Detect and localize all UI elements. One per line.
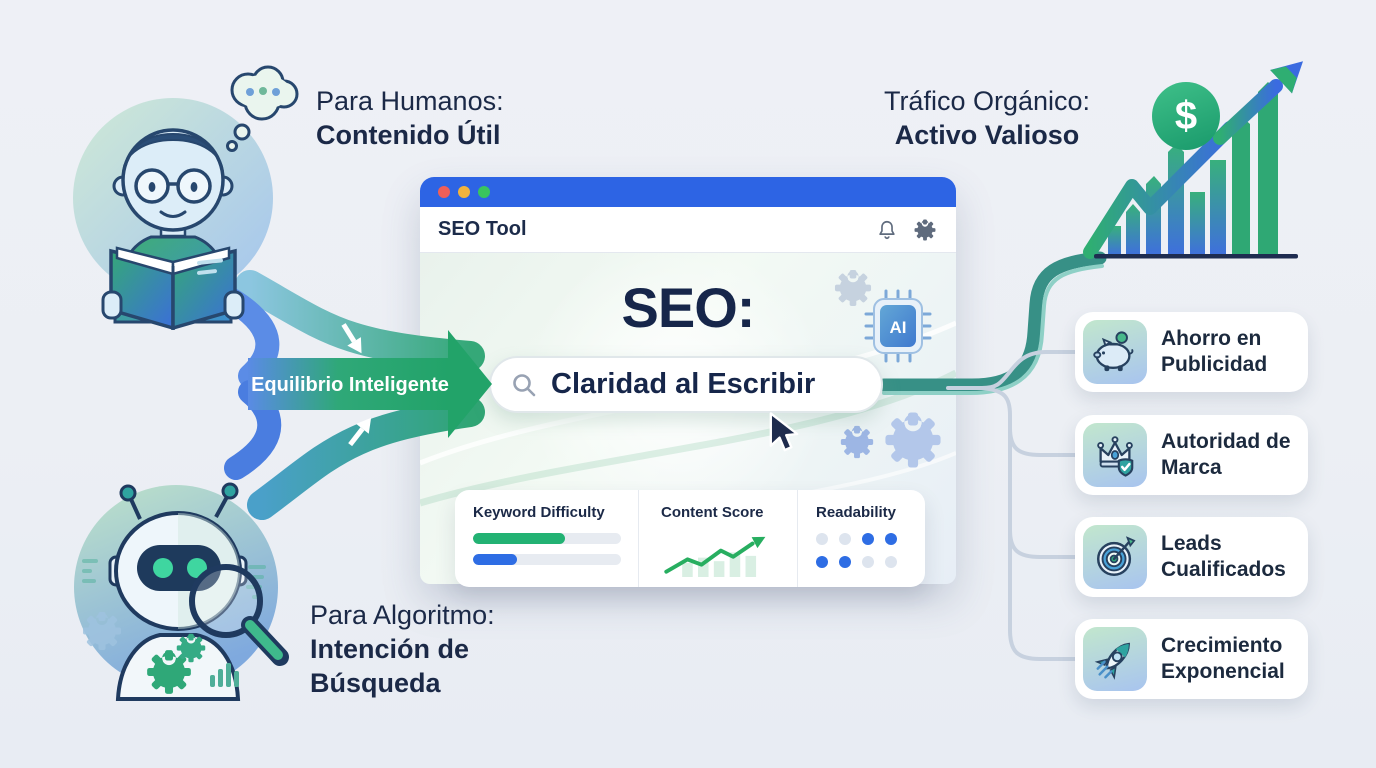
metric-readability: Readability — [798, 490, 925, 587]
readability-dot — [839, 533, 851, 545]
app-title: SEO Tool — [438, 218, 527, 240]
readability-dots — [816, 533, 925, 568]
search-icon — [513, 373, 536, 396]
svg-text:AI: AI — [890, 318, 907, 337]
organic-traffic-label: Tráfico Orgánico: Activo Valioso — [856, 84, 1118, 152]
window-toolbar: SEO Tool — [420, 207, 956, 253]
readability-dot — [816, 556, 828, 568]
organic-traffic-line1: Tráfico Orgánico: — [883, 86, 1091, 116]
search-input[interactable]: Claridad al Escribir — [489, 356, 883, 413]
piggy-bank-icon — [1083, 320, 1147, 384]
seo-heading: SEO: — [621, 276, 756, 339]
robot-illustration — [74, 482, 289, 701]
thought-bubble-icon — [226, 65, 299, 152]
window-content: SEO: AI — [420, 253, 956, 587]
maximize-window-dot[interactable] — [478, 186, 490, 198]
rocket-icon — [1083, 627, 1147, 691]
metrics-panel: Keyword Difficulty Content Score — [455, 490, 925, 587]
minimize-window-dot[interactable] — [458, 186, 470, 198]
readability-dot — [862, 556, 874, 568]
algorithm-label-line1: Para Algoritmo: — [310, 600, 495, 630]
keyword-difficulty-bar-2 — [473, 554, 621, 565]
benefit-card-brand-authority: Autoridad de Marca — [1075, 415, 1308, 495]
balance-arrow-label: Equilibrio Inteligente — [251, 374, 449, 396]
crown-shield-icon — [1083, 423, 1147, 487]
growth-chart — [1083, 61, 1304, 259]
currency-symbol: $ — [1174, 93, 1198, 138]
benefit-card-exponential-growth: Crecimiento Exponencial — [1075, 619, 1308, 699]
content-score-trend-icon — [664, 536, 766, 577]
dollar-coin-icon: $ — [1152, 82, 1220, 150]
organic-traffic-line2: Activo Valioso — [894, 120, 1080, 150]
readability-dot — [862, 533, 874, 545]
window-titlebar — [420, 177, 956, 207]
mini-arrow-down-icon — [341, 323, 362, 354]
bell-icon[interactable] — [876, 219, 898, 241]
readability-dot — [885, 533, 897, 545]
algorithm-label-line2: Intención de Búsqueda — [310, 634, 470, 698]
card-connectors — [946, 350, 1077, 661]
human-reader-illustration — [73, 98, 273, 330]
readability-dot — [885, 556, 897, 568]
close-window-dot[interactable] — [438, 186, 450, 198]
humans-label-line1: Para Humanos: — [316, 86, 504, 116]
ai-chip-icon: AI — [864, 289, 932, 363]
seo-tool-window: SEO Tool SEO: — [420, 177, 956, 587]
metric-content-score: Content Score — [638, 490, 798, 587]
benefit-card-qualified-leads: Leads Cualificados — [1075, 517, 1308, 597]
algorithm-label: Para Algoritmo: Intención de Búsqueda — [310, 598, 525, 700]
benefit-label: Autoridad de Marca — [1161, 430, 1291, 479]
benefit-card-ad-savings: Ahorro en Publicidad — [1075, 312, 1308, 392]
readability-dot — [839, 556, 851, 568]
metric-label: Keyword Difficulty — [473, 504, 605, 521]
metric-label: Readability — [816, 504, 897, 521]
target-dart-icon — [1083, 525, 1147, 589]
keyword-difficulty-bar-1 — [473, 533, 621, 544]
search-value: Claridad al Escribir — [551, 368, 816, 400]
mini-arrow-up-icon — [348, 417, 372, 447]
ai-chip-decoration: AI — [834, 269, 932, 363]
readability-dot — [816, 533, 828, 545]
balance-arrow: Equilibrio Inteligente — [248, 330, 492, 438]
mouse-cursor-icon — [769, 412, 799, 452]
humans-label-line2: Contenido Útil — [316, 120, 501, 150]
flow-ribbons — [220, 270, 485, 520]
benefit-label: Ahorro en Publicidad — [1161, 327, 1268, 376]
benefit-label: Leads Cualificados — [1161, 532, 1286, 581]
benefit-label: Crecimiento Exponencial — [1161, 634, 1285, 683]
humans-label: Para Humanos: Contenido Útil — [316, 84, 504, 152]
metric-label: Content Score — [661, 504, 764, 521]
metric-keyword-difficulty: Keyword Difficulty — [455, 490, 638, 587]
